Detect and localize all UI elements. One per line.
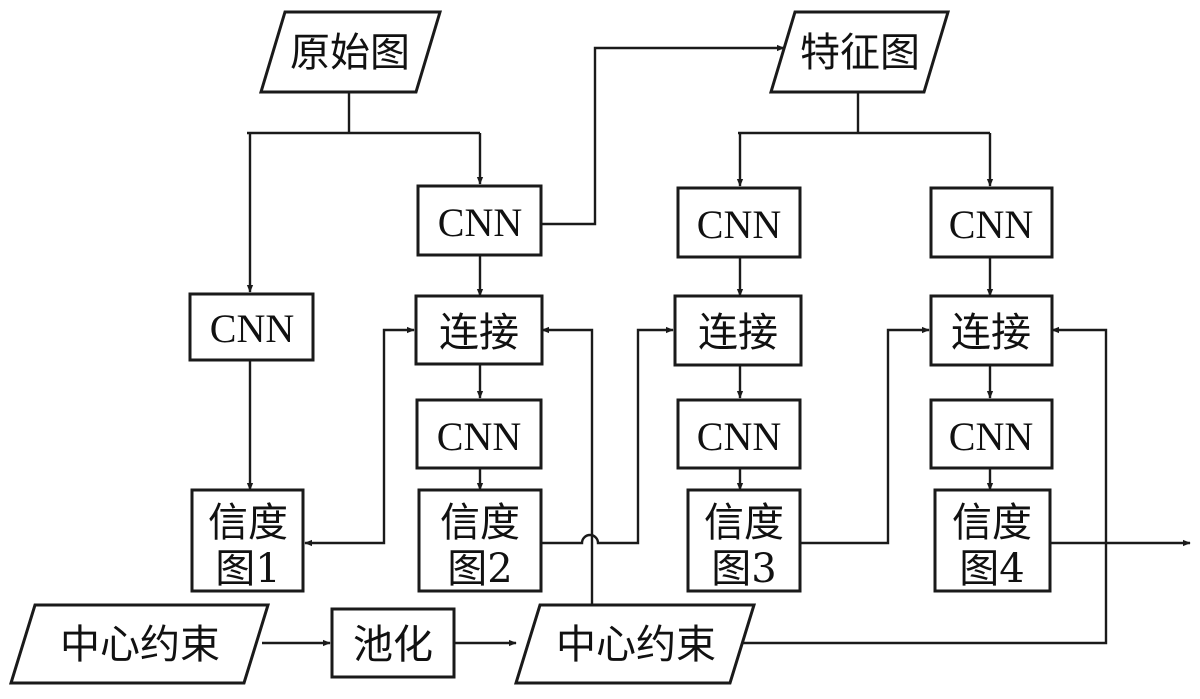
confidence-map-1-line2: 图1: [215, 546, 280, 592]
arrow-conf2-to-concat3: [541, 326, 674, 545]
stage3-cnn-a: CNN: [676, 186, 802, 259]
connectors: [246, 44, 1191, 647]
feature-map-node: 特征图: [768, 10, 951, 94]
confidence-map-4: 信度 图4: [933, 488, 1052, 593]
arrow-constraint2-to-concat4: [740, 326, 1108, 645]
stage4-cnn-a-label: CNN: [949, 202, 1033, 247]
arrow-conf3-to-concat4: [800, 326, 930, 545]
confidence-map-3: 信度 图3: [686, 488, 802, 593]
stage3-cnn-b-label: CNN: [697, 414, 781, 459]
stage2-cnn-a: CNN: [416, 184, 543, 257]
confidence-map-4-line2: 图4: [959, 546, 1024, 592]
center-constraint-pooled-label: 中心约束: [556, 622, 716, 668]
stage4-cnn-b: CNN: [929, 398, 1054, 470]
stage1-cnn-label: CNN: [210, 306, 294, 351]
stage4-concat: 连接: [929, 294, 1054, 367]
original-image-node: 原始图: [258, 10, 443, 94]
center-constraint-input-label: 中心约束: [60, 622, 220, 668]
confidence-map-4-line1: 信度: [952, 500, 1032, 546]
feature-map-label: 特征图: [800, 30, 920, 76]
confidence-map-2-line1: 信度: [440, 500, 520, 546]
stage1-cnn: CNN: [188, 292, 315, 362]
confidence-map-1: 信度 图1: [190, 488, 305, 593]
arrow-cnn2a-to-feature: [541, 44, 785, 226]
arrow-constraint2-to-concat2: [541, 326, 594, 611]
pooling-node: 池化: [330, 607, 456, 679]
stage2-cnn-b-label: CNN: [437, 414, 521, 459]
arrow-conf1-concat2: [304, 326, 415, 547]
stage4-concat-label: 连接: [951, 310, 1031, 356]
confidence-map-2-line2: 图2: [447, 546, 512, 592]
confidence-map-2: 信度 图2: [417, 488, 543, 593]
original-image-label: 原始图: [290, 30, 410, 76]
stage3-cnn-b: CNN: [676, 398, 802, 470]
stage2-concat: 连接: [414, 294, 544, 366]
confidence-map-3-line2: 图3: [711, 546, 776, 592]
center-constraint-pooled: 中心约束: [513, 603, 757, 685]
pooling-label: 池化: [353, 622, 433, 668]
stage2-concat-label: 连接: [439, 310, 519, 356]
stage3-concat: 连接: [673, 294, 803, 367]
stage2-cnn-b: CNN: [415, 398, 543, 470]
confidence-map-3-line1: 信度: [704, 500, 784, 546]
center-constraint-input: 中心约束: [8, 603, 271, 685]
stage4-cnn-b-label: CNN: [949, 414, 1033, 459]
confidence-map-1-line1: 信度: [208, 500, 288, 546]
stage3-cnn-a-label: CNN: [697, 202, 781, 247]
stage3-concat-label: 连接: [698, 310, 778, 356]
stage2-cnn-a-label: CNN: [438, 200, 522, 245]
stage4-cnn-a: CNN: [929, 186, 1054, 259]
